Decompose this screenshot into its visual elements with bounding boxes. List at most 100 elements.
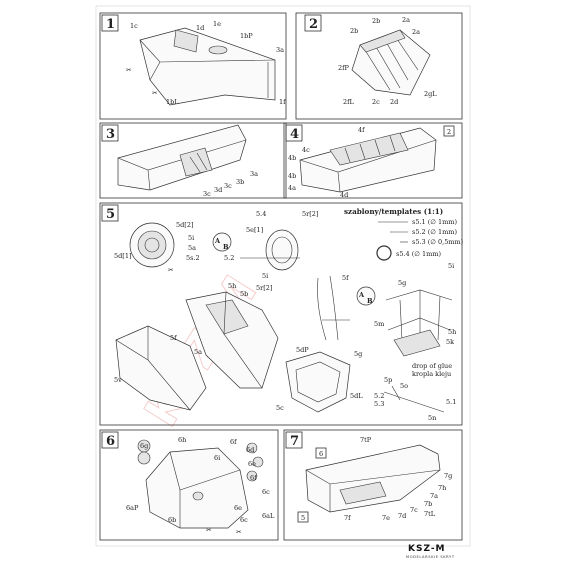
step-5-label-5r2: 5r[2] — [302, 210, 318, 218]
step-5-ab-b: B — [223, 243, 229, 251]
step-1-label-1e: 1e — [213, 20, 221, 28]
step-2-panel: 2 2b 2a 2b 2a 2fP 2fL 2c 2d 2gL — [295, 12, 463, 120]
step-5-disc-inner — [137, 230, 167, 260]
step-7-label-7c: 7c — [410, 506, 418, 514]
step-7-label-7b: 7b — [424, 500, 432, 508]
step-3-fold — [117, 139, 247, 191]
step-7-badge-6: 6 — [319, 450, 323, 458]
step-7-number: 7 — [290, 434, 299, 449]
step-3-label-3c-2: 3c — [203, 190, 211, 198]
step-2-label-2fL: 2fL — [343, 98, 355, 106]
step-6-label-6c-b: 6c — [240, 516, 248, 524]
step-5-label-s51: 5.1 — [446, 398, 456, 406]
ksz-m-logo: KSZ-M MODELARSKIE SKRYT — [406, 544, 455, 559]
step-2-label-2d: 2d — [390, 98, 398, 106]
step-6-label-6g: 6g — [140, 442, 148, 450]
step-3-insert — [179, 147, 213, 177]
step-5-label-5h-b: 5h — [448, 328, 456, 336]
template-1-label: s5.1 (∅ 1mm) — [412, 218, 457, 226]
step-5-rod-detail — [383, 385, 445, 413]
step-4-cockpit — [329, 132, 409, 166]
step-1-label-1c: 1c — [130, 22, 138, 30]
step-4-badge-box — [443, 125, 455, 137]
step-5-label-5a-b: 5a — [194, 348, 202, 356]
step-6-number-box — [101, 431, 119, 449]
step-1-fold-2 — [149, 61, 161, 81]
step-1-label-1bP: 1bP — [240, 32, 253, 40]
step-5-label-5o: 5o — [400, 382, 408, 390]
step-5-label-s52-c: 5.2 — [374, 392, 384, 400]
step-6-grey-disc-2 — [137, 451, 151, 465]
step-5-label-5dP: 5dP — [296, 346, 309, 354]
step-5-label-5g-b: 5g — [398, 279, 406, 287]
step-5-label-5b: 5b — [240, 290, 248, 298]
step-1-label-1f: 1f — [279, 98, 286, 106]
step-7-badge-5-box — [297, 511, 309, 523]
step-2-ribs — [364, 35, 419, 91]
step-5-seat — [205, 299, 249, 335]
step-4-label-4f: 4f — [358, 126, 365, 134]
step-6-label-6aL: 6aL — [262, 512, 275, 520]
page-frame — [95, 5, 471, 547]
step-5-panel: 5 5d[2] 5d[1] 5i 5a 5s.2 ✂ A B 5e[1] 5.4… — [99, 202, 464, 426]
step-1-scissors-icon: ✂ — [126, 66, 132, 74]
step-4-label-4b: 4b — [288, 154, 296, 162]
step-6-label-6h: 6h — [178, 436, 186, 444]
step-5-frame — [99, 202, 463, 426]
step-1-cockpit-hole — [208, 45, 228, 55]
step-5-scissors-icon: ✂ — [168, 266, 174, 274]
step-6-label-6b: 6b — [168, 516, 176, 524]
step-3-number-box — [101, 124, 119, 142]
step-6-scissors-icon: ✂ — [206, 526, 212, 534]
step-5-ab-a: A — [214, 237, 221, 245]
step-4-number-box — [285, 124, 303, 142]
step-6-label-6i: 6i — [214, 454, 220, 462]
step-5-fuselage — [115, 325, 207, 411]
step-1-label-3a: 3a — [276, 46, 284, 54]
step-4-label-4d: 4d — [340, 191, 348, 199]
step-5-ab-marker — [212, 232, 232, 252]
step-5-cockpit-tub — [185, 291, 279, 389]
step-3-label-3d: 3d — [214, 186, 222, 194]
step-2-label-2a: 2a — [402, 16, 410, 24]
step-6-label-6f: 6f — [230, 438, 237, 446]
step-5-label-5d1: 5d[1] — [114, 252, 132, 260]
logo-main: KSZ-M — [408, 544, 446, 554]
step-5-label-5i: 5i — [188, 234, 194, 242]
step-5-label-s54: 5.4 — [256, 210, 266, 218]
step-6-label-6e-b: 6e — [234, 504, 242, 512]
step-6-scissors-icon-2: ✂ — [236, 528, 242, 536]
step-5-label-5k: 5k — [446, 338, 454, 346]
step-7-fold — [305, 469, 441, 512]
step-3-ribs — [189, 152, 208, 173]
step-4-ribs — [344, 135, 396, 163]
step-5-label-5d2: 5d[2] — [176, 221, 194, 229]
step-4-label-4b-2: 4b — [288, 172, 296, 180]
step-5-label-5v: 5v — [114, 376, 122, 384]
step-7-label-7tL: 7tL — [424, 510, 436, 518]
step-5-ab2-b: B — [367, 297, 373, 305]
step-5-frame-rods — [317, 275, 350, 341]
step-6-label-6d: 6d — [246, 446, 254, 454]
step-5-ab2-a: A — [358, 291, 365, 299]
step-6-grey-disc-5 — [246, 470, 258, 482]
step-5-label-5n: 5n — [428, 414, 436, 422]
step-4-number: 4 — [290, 127, 299, 142]
templates-title: szablony/templates (1:1) — [344, 207, 443, 216]
step-5-label-5p: 5p — [384, 376, 392, 384]
step-4-label-4a: 4a — [288, 184, 296, 192]
step-6-fuselage — [145, 447, 249, 529]
step-5-label-5e1: 5e[1] — [246, 226, 263, 234]
step-5-disc-core — [144, 237, 160, 253]
step-7-floor — [339, 481, 387, 505]
step-2-number-box — [304, 14, 322, 32]
step-5-pedal-frame — [385, 289, 453, 341]
step-7-number-box — [285, 431, 303, 449]
logo-sub: MODELARSKIE SKRYT — [406, 555, 455, 559]
step-4-fuselage — [299, 127, 437, 193]
step-5-label-5i-b: 5i — [262, 272, 268, 280]
step-4-frame — [283, 122, 463, 199]
step-7-label-7f: 7f — [344, 514, 351, 522]
step-5-label-5dL: 5dL — [350, 392, 363, 400]
step-5-cushion-inner — [295, 361, 341, 403]
